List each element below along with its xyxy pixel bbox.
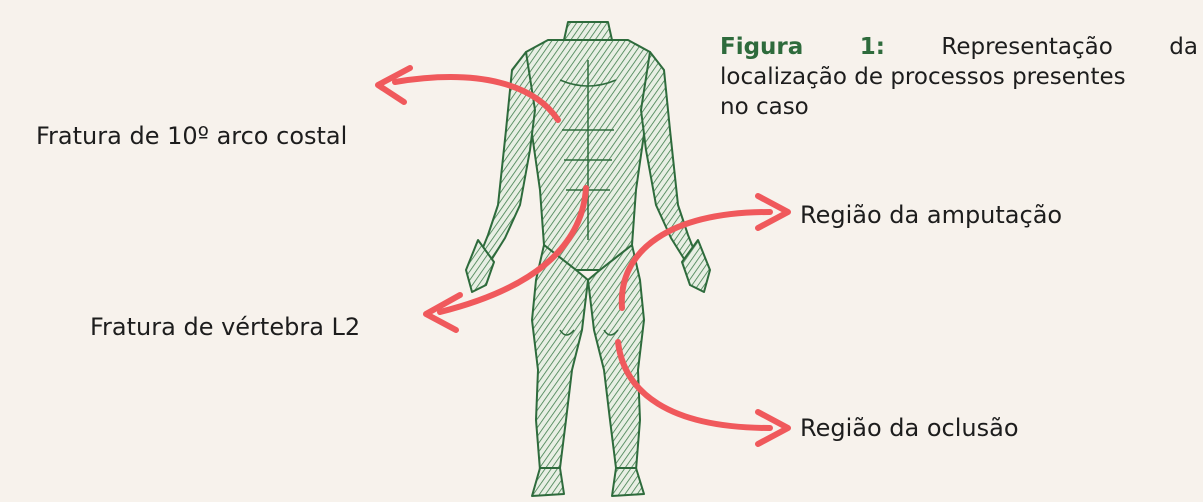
anatomical-figure-icon [466,22,710,496]
rib-fracture-label: Fratura de 10º arco costal [36,124,347,148]
caption-line-3: no caso [720,92,1198,122]
figure-caption: Figura 1: Representação da localização d… [720,32,1198,122]
figure-number: 1: [860,32,885,62]
caption-line-2: localização de processos presentes [720,62,1198,92]
occlusion-region-label: Região da oclusão [800,416,1019,440]
amputation-region-label: Região da amputação [800,203,1062,227]
caption-word-da: da [1169,32,1198,62]
figure-label: Figura [720,32,803,62]
vertebra-fracture-label: Fratura de vértebra L2 [90,315,360,339]
caption-word-representacao: Representação [941,32,1112,62]
arrow-occlusion-icon [618,342,788,444]
